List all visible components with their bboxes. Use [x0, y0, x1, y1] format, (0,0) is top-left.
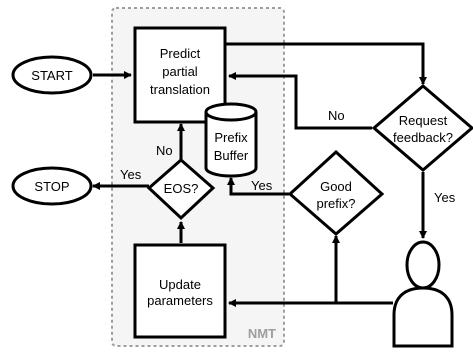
- good-prefix-label-line-2: prefix?: [316, 196, 355, 211]
- request-yes-label: Yes: [434, 190, 456, 205]
- update-label-line-2: parameters: [147, 293, 213, 308]
- person-icon: [392, 240, 454, 348]
- eos-no-label: No: [156, 143, 173, 158]
- prefix-buffer-label-line-2: Buffer: [214, 148, 249, 163]
- nmt-group-label: NMT: [248, 326, 276, 341]
- edge-predict-to-request: [225, 42, 427, 85]
- update-label-line-1: Update: [159, 277, 201, 292]
- request-feedback-label-line-2: feedback?: [393, 130, 453, 145]
- stop-label: STOP: [34, 179, 69, 194]
- start-label: START: [31, 68, 72, 83]
- predict-label-line-2: partial: [162, 64, 198, 79]
- edge-good-prefix-yes-to-buffer: [227, 177, 289, 196]
- eos-decision-node: EOS?: [146, 158, 216, 221]
- predict-label-line-3: translation: [150, 82, 210, 97]
- request-feedback-label-line-1: Request: [399, 113, 448, 128]
- good-prefix-decision-node: Good prefix?: [287, 149, 385, 236]
- eos-label: EOS?: [164, 181, 199, 196]
- eos-yes-label: Yes: [120, 167, 142, 182]
- good-prefix-label-line-1: Good: [320, 179, 352, 194]
- prefix-buffer-label-line-1: Prefix: [214, 130, 248, 145]
- prefix-buffer-node: Prefix Buffer: [204, 102, 258, 178]
- good-prefix-yes-label: Yes: [251, 178, 273, 193]
- stop-node: STOP: [11, 166, 93, 206]
- request-feedback-decision-node: Request feedback?: [371, 84, 473, 172]
- update-parameters-node: Update parameters: [133, 243, 227, 339]
- request-no-label: No: [328, 108, 345, 123]
- predict-label-line-1: Predict: [160, 46, 201, 61]
- edge-request-no-to-predict: [228, 72, 372, 130]
- start-node: START: [11, 55, 93, 95]
